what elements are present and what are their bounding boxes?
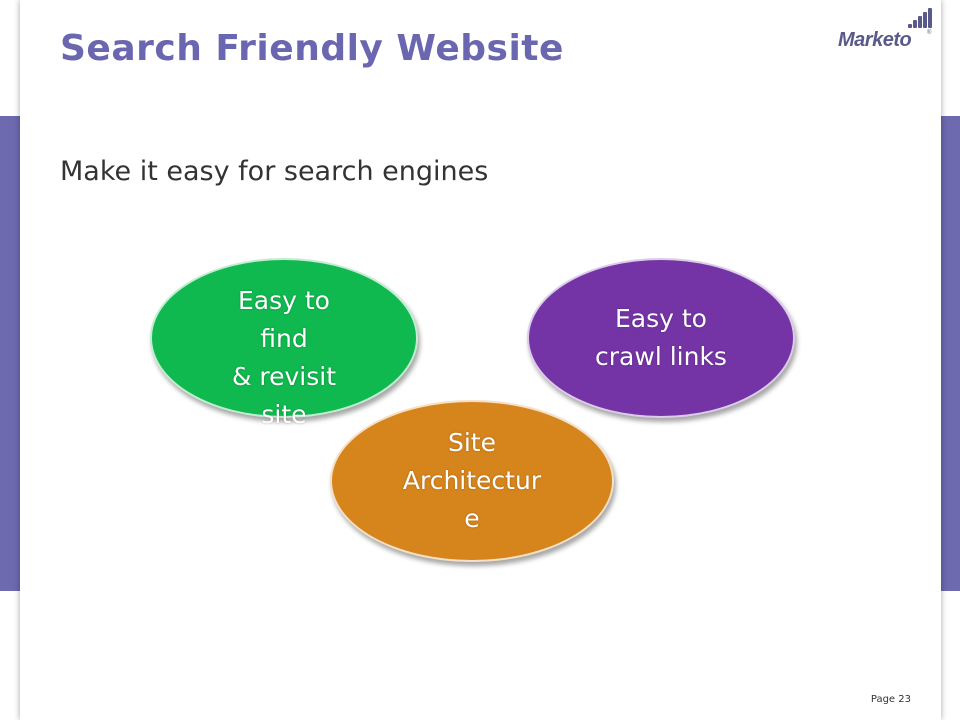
- signal-bar: [913, 20, 917, 28]
- oval-line: find: [260, 324, 308, 353]
- slide: Search Friendly Website Marketo ® Make i…: [20, 0, 941, 720]
- signal-bar: [928, 8, 932, 28]
- oval-easy-to-crawl-text: Easy to crawl links: [595, 300, 727, 376]
- oval-line: Easy to: [615, 304, 707, 333]
- signal-bar: [923, 12, 927, 28]
- oval-easy-to-find: Easy to find & revisit site: [150, 258, 418, 429]
- page-label: Page: [870, 694, 896, 705]
- signal-bar: [918, 16, 922, 28]
- oval-line: site: [261, 400, 307, 429]
- oval-line: Architectur: [402, 466, 542, 495]
- page-number: Page 23: [871, 694, 911, 705]
- marketo-logo: Marketo ®: [838, 8, 934, 52]
- oval-site-architecture: Site Architectur e: [330, 400, 614, 562]
- oval-line: Easy to: [238, 286, 330, 315]
- signal-bars-icon: [908, 8, 934, 28]
- slide-title: Search Friendly Website: [60, 28, 564, 69]
- left-accent-bar: [0, 116, 20, 591]
- oval-line: & revisit: [231, 362, 337, 391]
- page-number-value: 23: [898, 694, 911, 705]
- oval-easy-to-crawl: Easy to crawl links: [527, 258, 795, 418]
- oval-line: e: [464, 504, 480, 533]
- oval-easy-to-find-text: Easy to find & revisit site: [232, 242, 336, 434]
- logo-wordmark: Marketo: [838, 29, 912, 51]
- logo-registered-mark: ®: [927, 30, 932, 36]
- slide-subtitle: Make it easy for search engines: [60, 156, 489, 187]
- oval-site-architecture-text: Site Architectur e: [403, 424, 541, 538]
- oval-line: crawl links: [595, 342, 727, 371]
- signal-bar: [908, 24, 912, 28]
- right-accent-bar: [941, 116, 960, 591]
- oval-line: Site: [447, 428, 496, 457]
